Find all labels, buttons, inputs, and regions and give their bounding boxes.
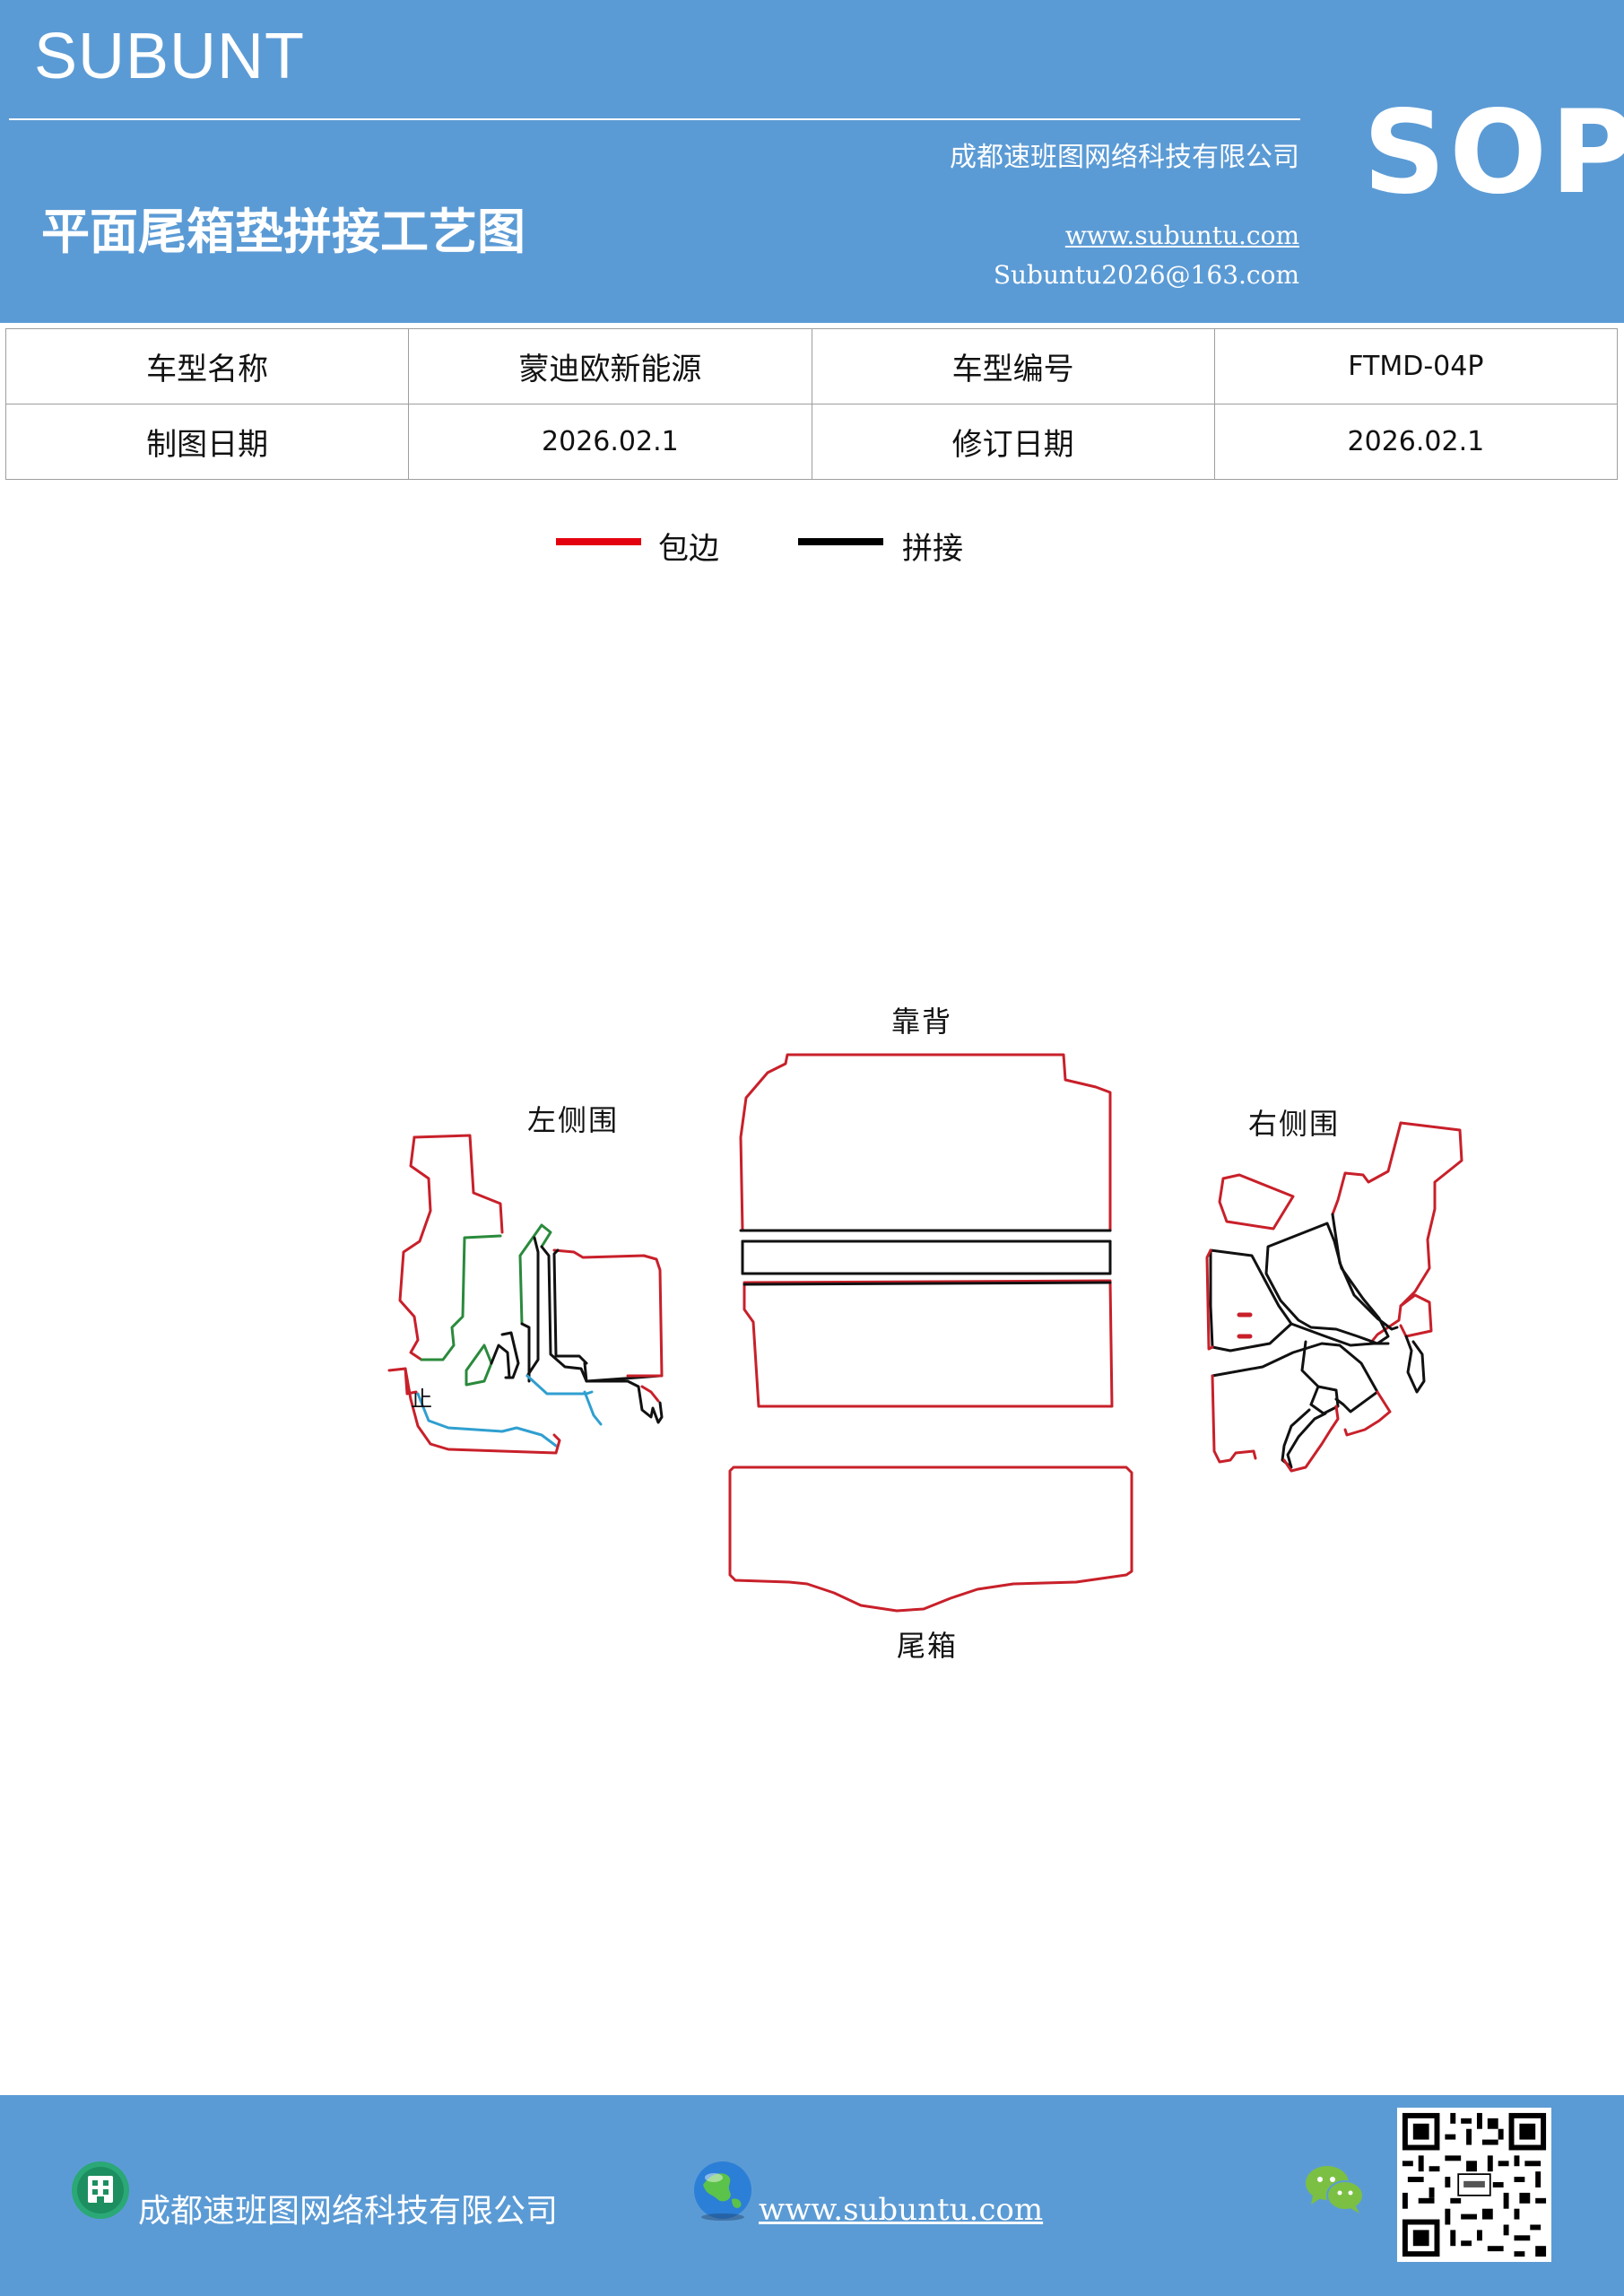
label-right-side: 右侧围 (1248, 1107, 1341, 1141)
backrest-splice-line-3 (741, 1239, 1112, 1275)
qr-code-graphic (1397, 2108, 1551, 2262)
left-side-black-7 (583, 1361, 664, 1424)
left-side-green-1 (420, 1234, 502, 1361)
label-draw-date: 制图日期 (4, 404, 410, 480)
right-side-black-5 (1211, 1342, 1379, 1413)
header-website-link[interactable]: www.subuntu.com (1064, 221, 1299, 250)
right-side-red-bottom (1211, 1374, 1257, 1464)
legend-swatch-edge (556, 538, 641, 545)
right-side-red-bottom-2 (1282, 1405, 1340, 1473)
label-model-name: 车型名称 (4, 328, 410, 404)
left-side-black-5 (520, 1322, 531, 1383)
left-side-red-lower (640, 1385, 660, 1403)
right-side-black-3 (1264, 1222, 1390, 1345)
left-side-red-corner (404, 1367, 418, 1396)
trunk-panel (728, 1465, 1133, 1613)
backrest-lower-panel (743, 1279, 1114, 1408)
value-draw-date: 2026.02.1 (408, 404, 812, 480)
label-stop-mark: 止 (411, 1387, 432, 1412)
right-side-black-7 (1309, 1385, 1340, 1415)
right-side-black-8 (1281, 1408, 1327, 1469)
label-trunk: 尾箱 (897, 1629, 959, 1663)
left-side-red-panel (552, 1248, 664, 1378)
label-backrest: 靠背 (891, 1004, 953, 1039)
right-side-top-piece (1218, 1173, 1295, 1231)
right-side-long-piece (1368, 1121, 1463, 1345)
backrest-top-panel (739, 1053, 1112, 1232)
left-side-outer-edge (413, 1134, 504, 1234)
footer-company: 成都速班图网络科技有限公司 (138, 2193, 559, 2230)
backrest-middle-strip (741, 1239, 1112, 1275)
building-icon (72, 2161, 129, 2219)
header-divider (9, 118, 1300, 120)
header-email: Subuntu2026@163.com (993, 260, 1299, 290)
left-side-blue-1 (416, 1392, 558, 1448)
page-title: 平面尾箱垫拼接工艺图 (41, 204, 525, 260)
right-side-black-2 (1209, 1248, 1293, 1352)
label-left-side: 左侧围 (527, 1103, 620, 1137)
left-side-black-4 (490, 1344, 511, 1379)
label-revise-date: 修订日期 (811, 404, 1215, 480)
legend-label-edge: 包边 (658, 531, 719, 567)
right-side-red-marks (1237, 1312, 1253, 1339)
sop-badge: SOP (1363, 86, 1624, 220)
diagram-drawing (387, 1053, 1463, 1613)
header-company: 成都速班图网络科技有限公司 (950, 142, 1299, 173)
left-side-blue-2 (525, 1374, 594, 1396)
legend-swatch-splice (798, 538, 883, 545)
table-row: 制图日期 2026.02.1 修订日期 2026.02.1 (4, 404, 1619, 480)
left-side-outer-edge-2 (398, 1135, 432, 1361)
left-side-green-2 (518, 1223, 552, 1326)
footer-website-link[interactable]: www.subuntu.com (759, 2192, 1044, 2228)
right-side-long-piece-2 (1331, 1121, 1403, 1216)
legend: 包边 拼接 (0, 524, 1624, 578)
value-model-code: FTMD-04P (1213, 328, 1619, 404)
right-side-black-4 (1290, 1322, 1390, 1347)
right-side-red-right (1343, 1390, 1392, 1437)
info-table: 车型名称 蒙迪欧新能源 车型编号 FTMD-04P 制图日期 2026.02.1… (4, 328, 1619, 480)
right-side-black-1 (1331, 1213, 1399, 1331)
right-side-red-right-2 (1399, 1293, 1433, 1338)
right-side-red-outer (1205, 1248, 1214, 1351)
legend-label-splice: 拼接 (902, 531, 963, 567)
right-side-black-9 (1404, 1335, 1426, 1394)
qr-code (1397, 2108, 1551, 2262)
left-side-black-3 (500, 1331, 520, 1379)
backrest-splice-line-2 (743, 1281, 1112, 1286)
left-side-black-1 (540, 1245, 662, 1383)
right-side-black-6 (1300, 1340, 1320, 1406)
value-revise-date: 2026.02.1 (1213, 404, 1619, 480)
left-side-blue-3 (583, 1390, 603, 1426)
left-side-black-6 (552, 1248, 588, 1365)
left-side-green-3 (465, 1344, 493, 1387)
value-model-name: 蒙迪欧新能源 (408, 328, 812, 404)
globe-icon (694, 2161, 751, 2221)
brand-name: SUBUNT (34, 21, 306, 92)
label-model-code: 车型编号 (811, 328, 1215, 404)
header-banner (0, 0, 1624, 323)
wechat-icon (1306, 2166, 1364, 2213)
table-row: 车型名称 蒙迪欧新能源 车型编号 FTMD-04P (4, 328, 1619, 404)
left-side-red-bottom (387, 1367, 561, 1455)
splice-diagram: 靠背 左侧围 右侧围 尾箱 止 (0, 969, 1624, 1686)
